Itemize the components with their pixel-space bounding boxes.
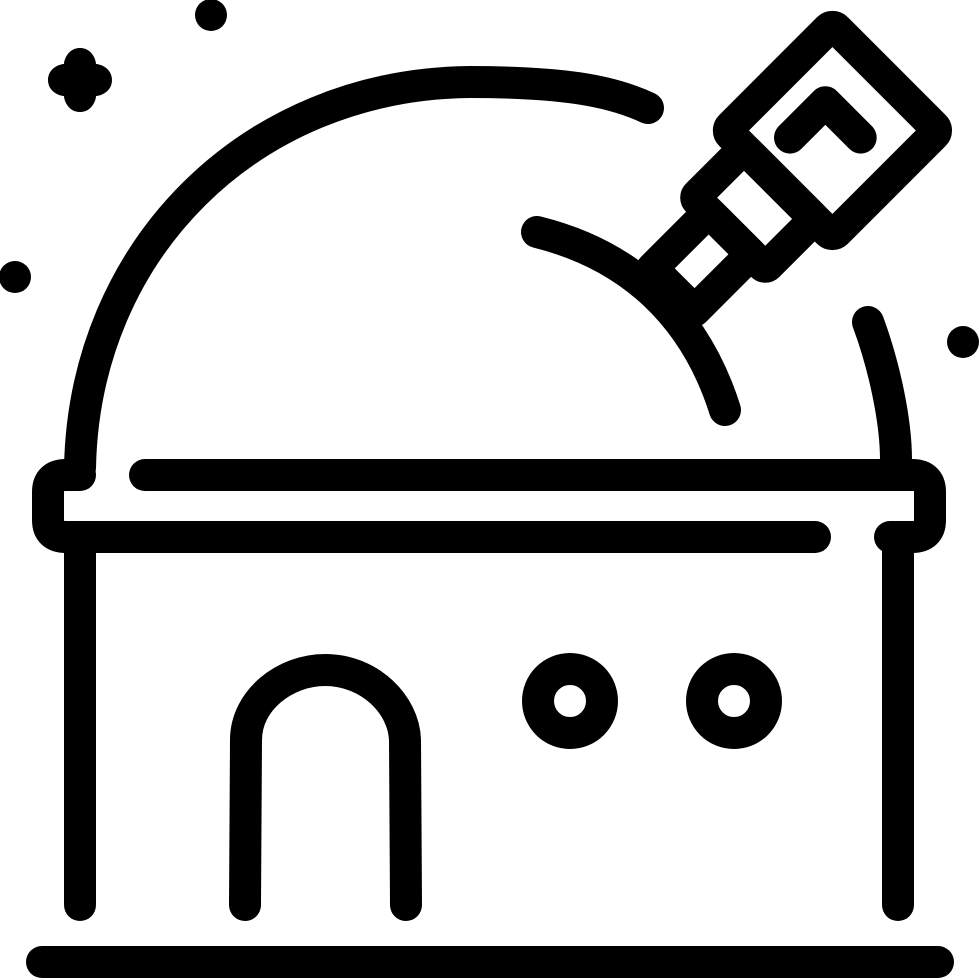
dome-right-edge bbox=[852, 306, 912, 476]
telescope-icon bbox=[636, 10, 953, 327]
sparkle-icon bbox=[48, 48, 112, 112]
door bbox=[229, 654, 422, 921]
dome-band-left bbox=[32, 459, 831, 553]
dome-slit-arc bbox=[521, 216, 741, 426]
dome-outline bbox=[64, 66, 664, 484]
window-right bbox=[686, 653, 782, 749]
star-dot bbox=[947, 326, 979, 358]
dome-band-top bbox=[129, 459, 946, 553]
star-dot bbox=[195, 0, 227, 31]
window-left bbox=[522, 653, 618, 749]
star-dot bbox=[0, 261, 31, 293]
